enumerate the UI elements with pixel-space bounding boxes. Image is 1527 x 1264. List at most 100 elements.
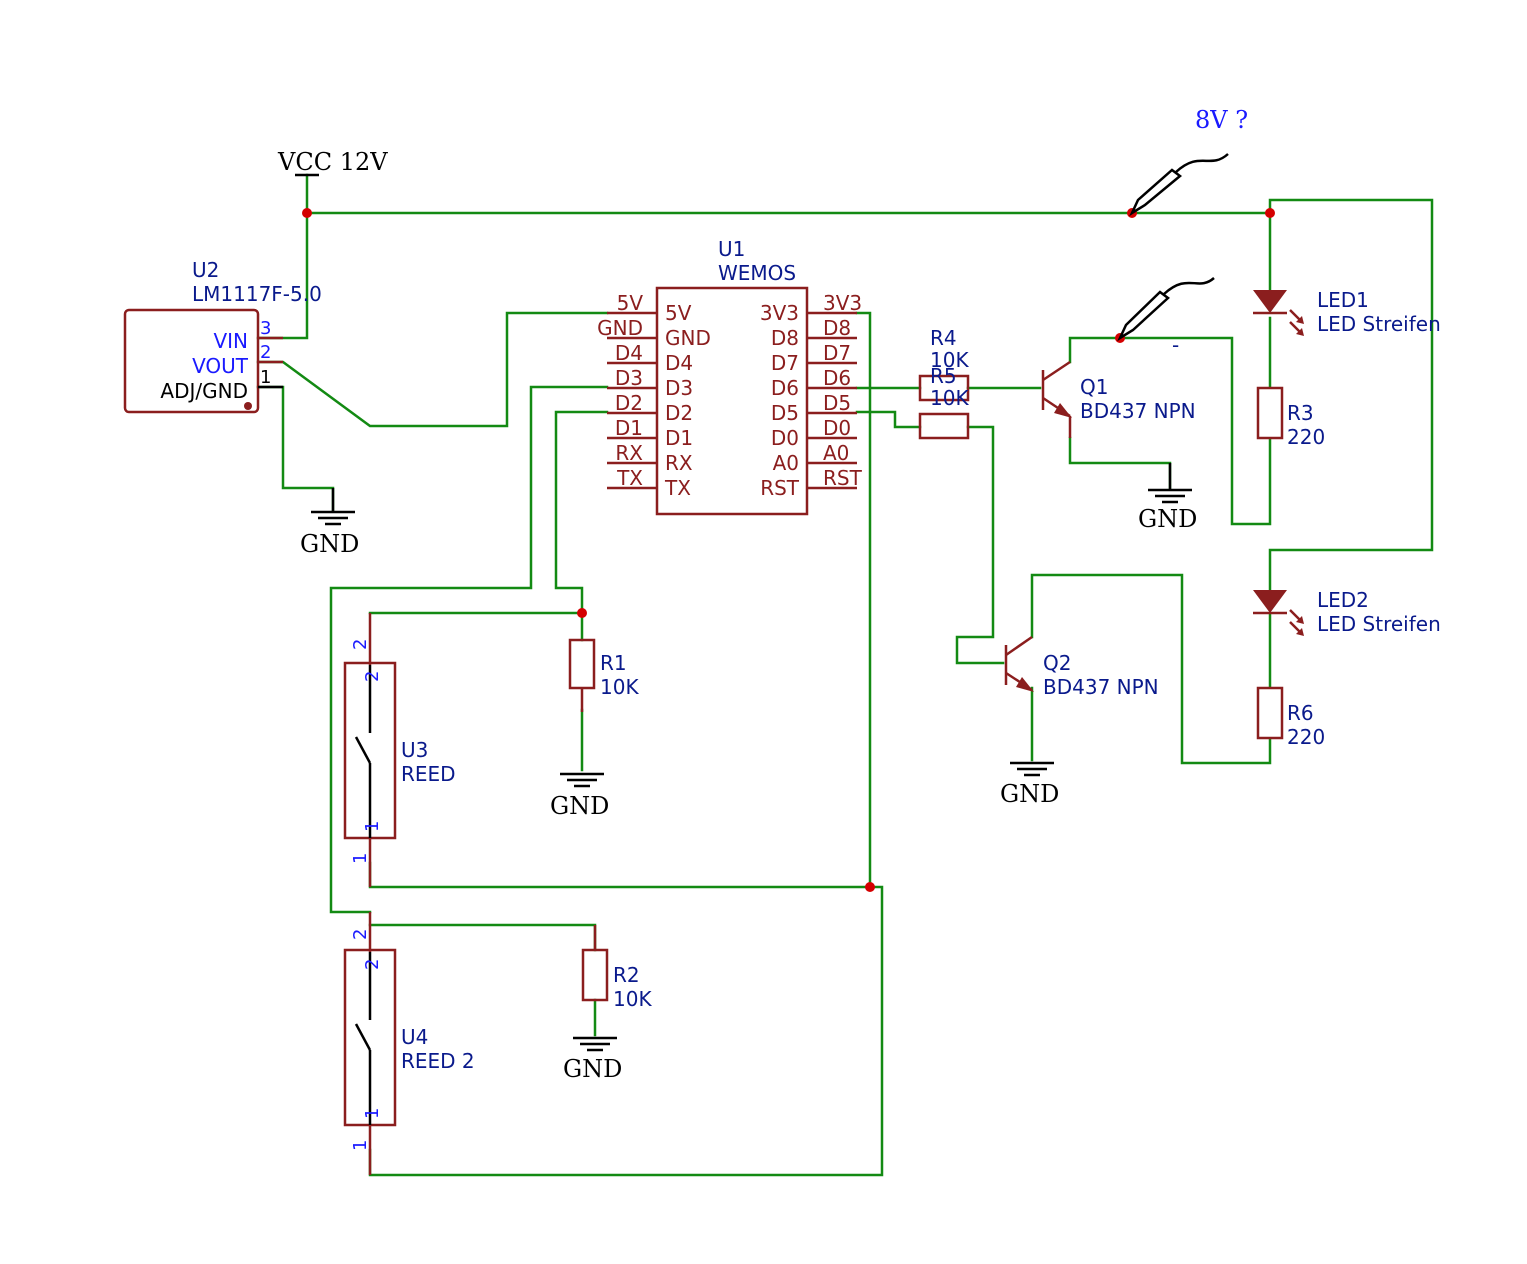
u1-pin-name: D5 (771, 401, 799, 425)
gnd-q2: GND (1000, 761, 1059, 808)
u3-reed: 2 2 1 1 U3 REED (343, 613, 456, 887)
wire-rail-led2 (1268, 198, 1434, 592)
u1-pin-name: D4 (665, 351, 693, 375)
q1-transistor: Q1 BD437 NPN (1041, 360, 1196, 438)
u1-ref: U1 (718, 237, 745, 261)
r3-value: 220 (1287, 425, 1325, 449)
gnd-label: GND (1138, 505, 1197, 533)
r2-ref: R2 (613, 963, 640, 987)
r4-value: 10K (930, 348, 969, 372)
u4-pinnum-bottom-outer: 1 (350, 1140, 371, 1151)
r5-resistor: R5 10K (918, 364, 970, 440)
u1-pin-net-label: TX (616, 466, 643, 490)
vcc-supply: VCC 12V (277, 148, 388, 177)
r4-body (918, 374, 970, 402)
u1-pin-name: D8 (771, 326, 799, 350)
led2-triangle (1253, 590, 1287, 613)
r5-value: 10K (930, 386, 969, 410)
gnd-r1: GND (550, 772, 609, 820)
led1-arrowhead (1296, 328, 1304, 336)
q1-collector-lead (1042, 360, 1071, 382)
u1-pin-name: D6 (771, 376, 799, 400)
q1-ref: Q1 (1080, 375, 1108, 399)
junction-dot (865, 882, 875, 892)
led2-arrowhead (1296, 628, 1304, 636)
r3-body (1256, 386, 1284, 440)
wire-vout-5v (256, 311, 609, 428)
r4-resistor: R4 10K (918, 326, 970, 402)
r3-resistor: R3 220 (1256, 386, 1325, 449)
u2-pin-vin: VIN (213, 329, 248, 353)
u3-pinnum-top-outer: 2 (350, 639, 371, 650)
u1-pin-net-label: D6 (823, 366, 851, 390)
u2-pinnum-adj: 1 (260, 367, 271, 388)
wire-u4-r2 (368, 923, 597, 952)
u2-ref: U2 (192, 258, 219, 282)
gnd-label: GND (550, 792, 609, 820)
u3-contact (354, 736, 372, 764)
q2-value: BD437 NPN (1043, 675, 1159, 699)
wire-r5-q2 (955, 425, 1005, 665)
r1-resistor: R1 10K (568, 638, 639, 712)
wire-d2-u3 (368, 410, 609, 615)
r6-value: 220 (1287, 725, 1325, 749)
wire-q2-collector (1030, 573, 1272, 765)
gnd-label: GND (1000, 780, 1059, 808)
r2-resistor: R2 10K (581, 925, 652, 1011)
u2-pin-vout: VOUT (192, 354, 249, 378)
junction-dot (577, 608, 587, 618)
wire-d3-u4 (329, 385, 609, 914)
u1-pin-net-label: A0 (823, 441, 849, 465)
u1-pin-net-label: RX (615, 441, 643, 465)
u1-pin-name: 3V3 (760, 301, 799, 325)
r6-body (1256, 686, 1284, 740)
u3-pinnum-bottom-outer: 1 (350, 853, 371, 864)
q2-emitter-arrow (1016, 677, 1034, 692)
q1-value: BD437 NPN (1080, 399, 1196, 423)
u4-value: REED 2 (401, 1049, 475, 1073)
u1-pin-net-label: D3 (615, 366, 643, 390)
r5-body (918, 412, 970, 440)
u2-value: LM1117F-5.0 (192, 282, 322, 306)
u1-pin-name: 5V (665, 301, 692, 325)
u1-pin-name: D1 (665, 426, 693, 450)
led2-value: LED Streifen (1317, 612, 1441, 636)
r4-ref: R4 (930, 326, 957, 350)
u1-pin-net-label: D1 (615, 416, 643, 440)
u4-reed: 2 2 1 1 U4 REED 2 (343, 912, 475, 1175)
u2-pin1-marker (244, 402, 252, 410)
u1-pin-name: A0 (773, 451, 799, 475)
u1-pin-name: RST (760, 476, 800, 500)
wire-d5-r5 (855, 410, 922, 429)
u3-value: REED (401, 762, 456, 786)
u2-pinnum-vout: 2 (260, 342, 271, 363)
u1-pin-name: D3 (665, 376, 693, 400)
led1-arrowhead (1296, 316, 1304, 324)
r2-value: 10K (613, 987, 652, 1011)
r6-ref: R6 (1287, 701, 1314, 725)
probe-note-label: 8V ? (1195, 106, 1248, 134)
r6-resistor: R6 220 (1256, 686, 1325, 749)
led1: LED1 LED Streifen (1253, 288, 1441, 336)
q2-ref: Q2 (1043, 651, 1071, 675)
gnd-q1: GND (1138, 463, 1197, 533)
gnd-label: GND (563, 1055, 622, 1083)
led1-value: LED Streifen (1317, 312, 1441, 336)
junction-dot (1265, 208, 1275, 218)
u4-pinnum-top-inner: 2 (362, 959, 383, 970)
r5-ref: R5 (930, 364, 957, 388)
u1-pin-net-label: D0 (823, 416, 851, 440)
u1-pin-net-label: GND (597, 316, 643, 340)
q2-transistor: Q2 BD437 NPN (1004, 635, 1159, 699)
vcc-label: VCC 12V (277, 148, 388, 176)
gnd-u2: GND (300, 488, 359, 558)
wire-q1-gnd (1068, 436, 1172, 490)
u3-pinnum-top-inner: 2 (362, 671, 383, 682)
wire-q1-collector (1068, 336, 1272, 526)
u1-pin-net-label: D4 (615, 341, 643, 365)
probe-note: 8V ? (1129, 106, 1248, 217)
u1-pin-net-label: RST (823, 466, 863, 490)
